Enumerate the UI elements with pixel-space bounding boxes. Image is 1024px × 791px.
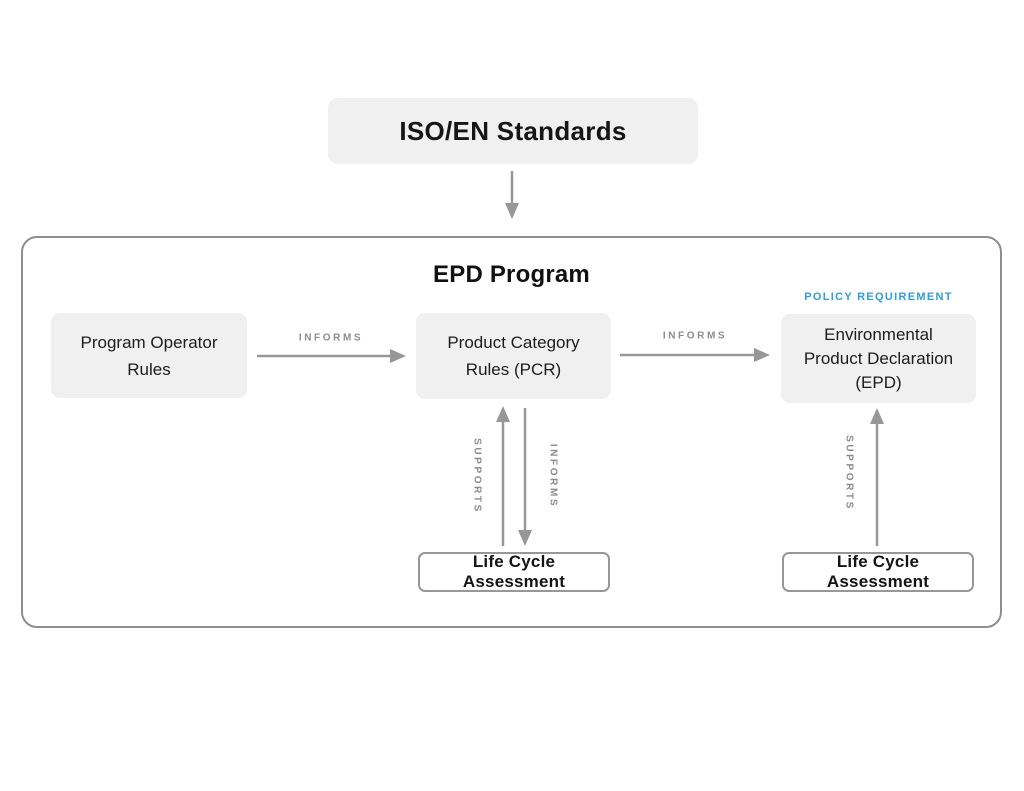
product-category-rules-label: Product Category Rules (PCR) <box>447 333 580 379</box>
life-cycle-assessment-label-left: Life Cycle Assessment <box>462 552 566 591</box>
informs-label-down: INFORMS <box>547 443 559 509</box>
policy-requirement-label: POLICY REQUIREMENT <box>804 291 953 303</box>
informs-label-2: INFORMS <box>662 330 728 342</box>
life-cycle-assessment-box-right: Life Cycle Assessment <box>782 552 974 592</box>
life-cycle-assessment-box-left: Life Cycle Assessment <box>418 552 610 592</box>
life-cycle-assessment-label-right: Life Cycle Assessment <box>826 552 930 591</box>
program-operator-rules-box: Program Operator Rules <box>51 313 247 398</box>
informs-label-1: INFORMS <box>298 332 364 344</box>
environmental-product-declaration-box: Environmental Product Declaration (EPD) <box>781 314 976 403</box>
epd-program-container <box>21 236 1002 628</box>
environmental-product-declaration-label: Environmental Product Declaration (EPD) <box>803 324 954 392</box>
supports-label-left: SUPPORTS <box>471 438 483 514</box>
program-operator-rules-label: Program Operator Rules <box>80 332 218 379</box>
epd-program-title: EPD Program <box>433 261 590 288</box>
iso-standards-label: ISO/EN Standards <box>399 115 627 146</box>
iso-standards-box: ISO/EN Standards <box>328 98 698 164</box>
supports-label-right: SUPPORTS <box>843 435 855 511</box>
product-category-rules-box: Product Category Rules (PCR) <box>416 313 611 399</box>
